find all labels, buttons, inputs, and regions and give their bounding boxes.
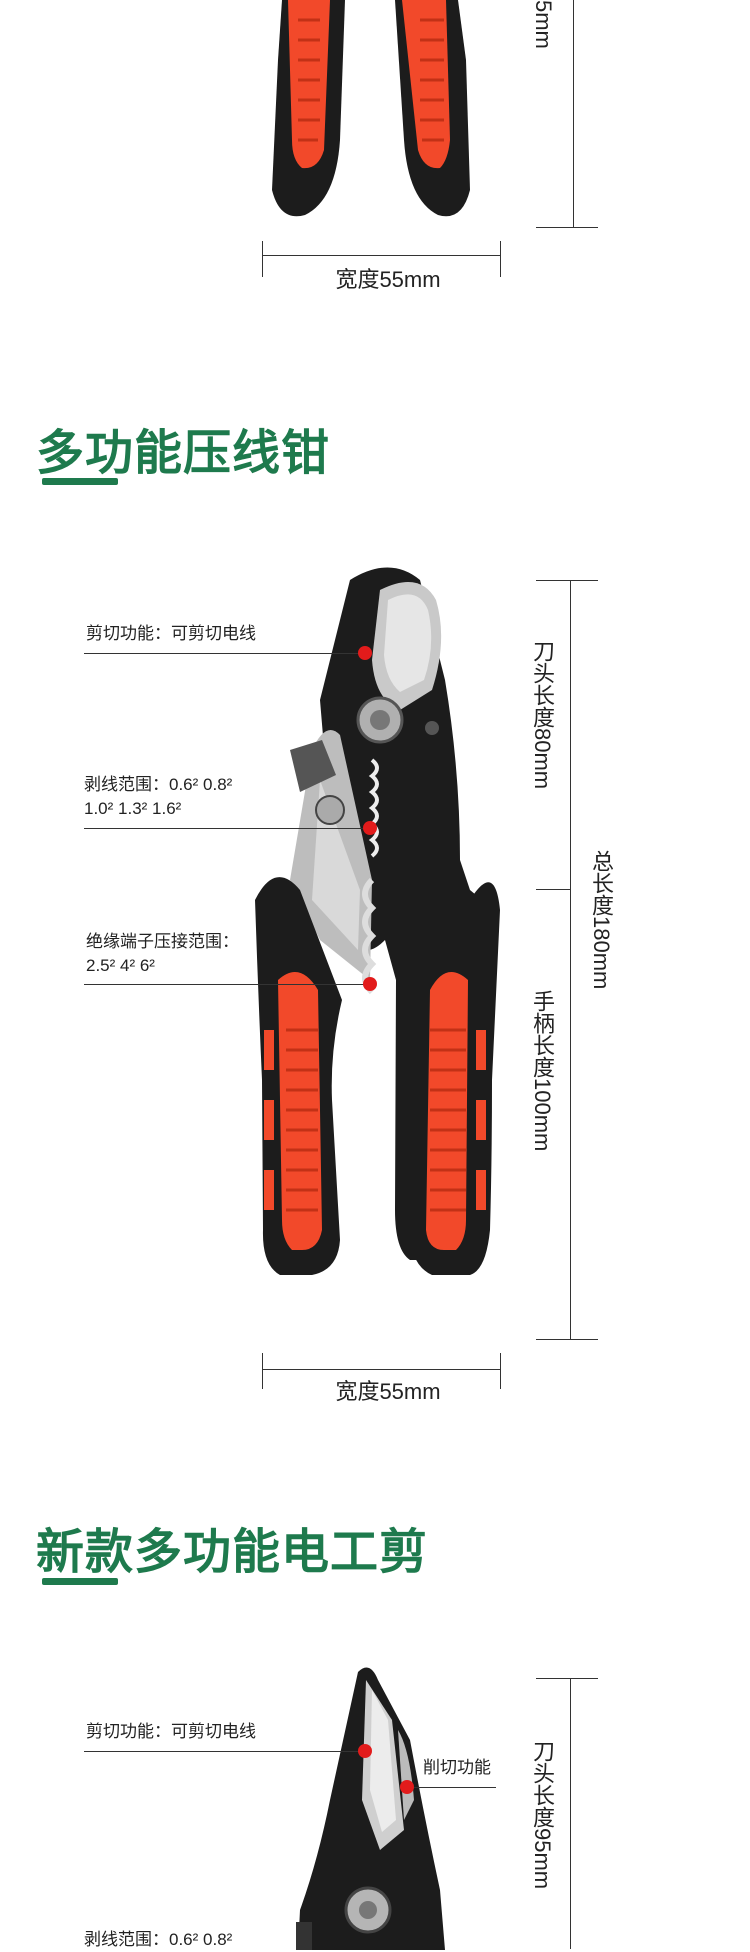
width-line [262,1369,500,1370]
top-plier-handles-image [272,0,470,217]
s3-annotation-cut-function: 剪切功能：可剪切电线 [86,1722,256,1741]
width-label: 宽度55mm [335,1379,441,1404]
handle-length-label: 手柄长度100mm [530,990,555,1152]
s3-dimension-tick-top [536,1678,598,1679]
top-width-tick-right [500,241,501,277]
total-length-label: 总长度180mm [589,850,614,990]
s3-annotation-shave-dot [400,1780,414,1794]
section-title-crimping-plier: 多功能压线钳 [36,427,331,480]
top-dimension-line [573,0,574,228]
annotation-strip-range-line2: 1.0² 1.3² 1.6² [84,799,182,818]
dimension-tick-bottom [536,1339,598,1340]
annotation-strip-range-line1: 剥线范围：0.6² 0.8² [84,775,233,794]
top-width-tick-left [262,241,263,277]
annotation-strip-dot [363,821,377,835]
annotation-strip-leader [84,828,370,829]
s3-dimension-line [570,1678,571,1949]
s3-annotation-shave-function: 削切功能 [423,1758,491,1777]
s3-annotation-cut-leader [84,1751,366,1752]
s3-annotation-shave-leader [410,1787,496,1788]
annotation-crimp-range-line1: 绝缘端子压接范围： [86,932,239,951]
crimping-plier-image [255,567,500,1275]
section-title-electrician-scissors: 新款多功能电工剪 [36,1526,429,1579]
dimension-tick-middle [536,889,570,890]
annotation-cut-leader [84,653,366,654]
top-dimension-tick [536,227,598,228]
width-tick-right [500,1353,501,1389]
s3-head-length-label: 刀头长度95mm [530,1740,555,1890]
top-partial-dimension: 5mm [531,0,556,49]
head-length-label: 刀头长度80mm [530,640,555,790]
section-title-underline [42,478,118,485]
annotation-crimp-leader [84,984,370,985]
top-width-line [262,255,500,256]
annotation-crimp-dot [363,977,377,991]
s3-annotation-cut-dot [358,1744,372,1758]
electrician-scissors-image [296,1667,445,1950]
width-tick-left [262,1353,263,1389]
head-length-line [570,580,571,1340]
annotation-crimp-range-line2: 2.5² 4² 6² [86,956,155,975]
annotation-cut-function: 剪切功能：可剪切电线 [86,624,256,643]
s3-annotation-strip-range: 剥线范围：0.6² 0.8² [84,1930,233,1949]
top-width-label: 宽度55mm [335,267,441,292]
annotation-cut-dot [358,646,372,660]
section3-title-underline [42,1578,118,1585]
dimension-tick-top [536,580,598,581]
